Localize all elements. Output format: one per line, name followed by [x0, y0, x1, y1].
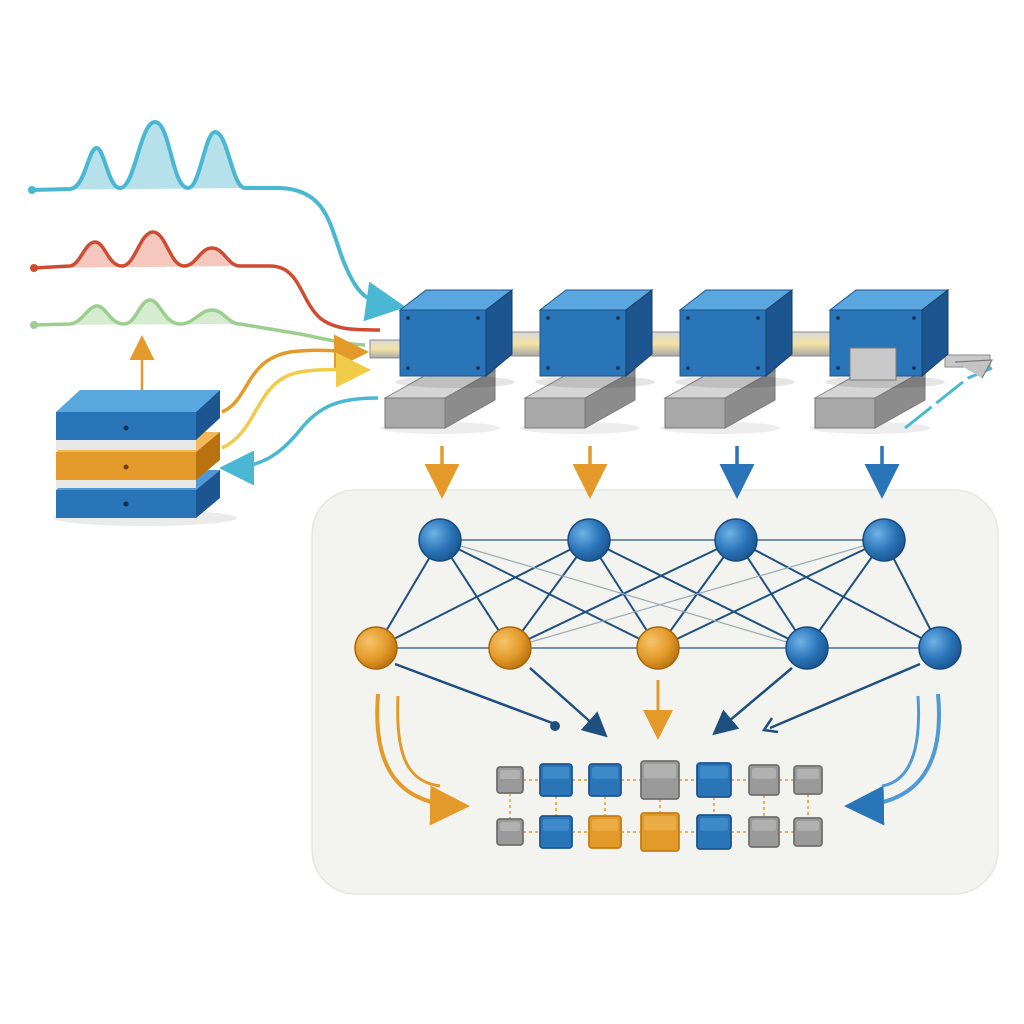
- network-edge: [657, 539, 885, 649]
- output-cell-icon: [496, 818, 524, 846]
- network-node-icon: [862, 518, 906, 562]
- output-cell-icon: [539, 763, 573, 797]
- database-stack-icon: [53, 335, 237, 526]
- network-node-icon: [418, 518, 462, 562]
- output-cell-icon: [640, 812, 680, 852]
- green-waveform-icon: [30, 298, 366, 347]
- node-to-grid-arrows: [375, 662, 941, 826]
- pipeline: [369, 288, 991, 434]
- network-nodes: [354, 518, 962, 670]
- network-edge: [509, 539, 590, 649]
- network-edge: [735, 539, 941, 649]
- network-node-icon: [785, 626, 829, 670]
- network-node-icon: [488, 626, 532, 670]
- network-edge: [806, 539, 885, 649]
- output-cell-icon: [793, 765, 823, 795]
- network-node-icon: [918, 626, 962, 670]
- output-cell-icon: [588, 763, 622, 797]
- output-cell-icon: [588, 815, 622, 849]
- pipeline-to-network-arrows: [424, 446, 900, 499]
- output-cell-icon: [640, 760, 680, 800]
- network-node-icon: [354, 626, 398, 670]
- output-cell-icon: [496, 766, 524, 794]
- teal-waveform-icon: [28, 119, 406, 322]
- orange-connector: [221, 334, 369, 414]
- output-cell-icon: [748, 764, 780, 796]
- network-edge: [509, 539, 885, 649]
- yellow-connector: [221, 352, 371, 450]
- processing-block-icon: [520, 288, 655, 434]
- network-edge: [439, 539, 808, 649]
- network-node-icon: [714, 518, 758, 562]
- network-edge: [375, 539, 590, 649]
- processing-block-icon: [810, 288, 950, 434]
- output-cell-icon: [696, 814, 732, 850]
- teal-return-connector: [219, 396, 379, 486]
- output-cell-icon: [748, 816, 780, 848]
- red-waveform-icon: [30, 230, 381, 332]
- output-cell-icon: [696, 762, 732, 798]
- output-cell-icon: [539, 815, 573, 849]
- processing-block-icon: [380, 288, 515, 434]
- output-cell-icon: [793, 817, 823, 847]
- output-grid: [496, 760, 823, 852]
- network-node-icon: [636, 626, 680, 670]
- network-panel: [311, 489, 999, 895]
- network-node-icon: [567, 518, 611, 562]
- pipeline-output-port: [849, 347, 897, 381]
- processing-block-icon: [660, 288, 795, 434]
